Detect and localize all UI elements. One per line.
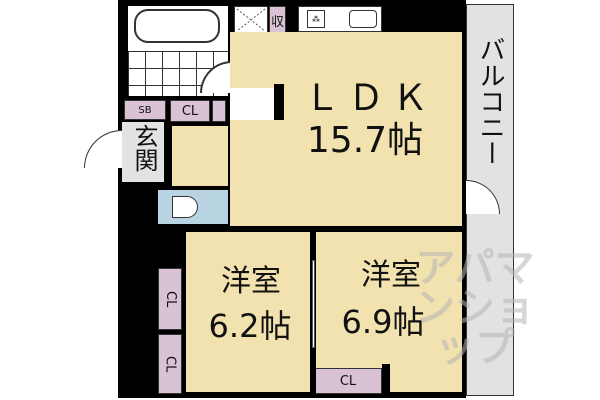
washbasin-cover [230, 88, 274, 120]
room-ldk-top [276, 32, 462, 42]
toilet-icon [172, 196, 198, 218]
closet-entrance-label: CL [181, 103, 199, 119]
ldk-label: ＬＤＫ [303, 78, 436, 119]
bathroom [128, 6, 232, 96]
shoe-box-label: SB [138, 104, 152, 116]
entrance-floor [122, 122, 164, 182]
stove-icon: ⁂ [307, 10, 325, 28]
washer-space-icon [234, 6, 268, 34]
entrance-label: 玄関 [130, 124, 158, 172]
western-room-2-label: 洋室 [361, 258, 421, 293]
closet-room1-lower-label: CL [162, 355, 178, 373]
room-western-1 [186, 232, 310, 392]
closet-room2-label: CL [339, 373, 357, 389]
closet-entrance: CL [170, 100, 210, 122]
closet-room1-upper-label: CL [163, 290, 179, 308]
storage-top-label: 収 [270, 14, 284, 30]
kitchen-counter: ⁂ [298, 6, 382, 32]
closet-room1-lower: CL [158, 334, 182, 394]
watermark: アパマンショップ [415, 245, 535, 371]
western-room-1-size: 6.2帖 [208, 307, 292, 345]
hallway [172, 126, 228, 186]
wall-segment [274, 84, 284, 120]
ldk-bottom-wall [186, 226, 462, 232]
room-ldk [230, 32, 462, 228]
shoe-box: SB [124, 100, 166, 120]
closet-entrance-side [212, 100, 226, 122]
bathtub-icon [134, 9, 220, 43]
closet-room1-upper: CL [158, 268, 182, 330]
toilet-room [158, 190, 228, 224]
balcony-label: バルコニー [475, 36, 505, 166]
storage-top: 収 [269, 6, 286, 34]
western-room-2-size: 6.9帖 [341, 303, 425, 341]
sliding-door-room2 [312, 260, 315, 348]
ldk-size: 15.7帖 [306, 120, 424, 161]
entrance-door-icon [84, 130, 122, 168]
wall-segment-room2 [382, 364, 390, 394]
western-room-1-label: 洋室 [221, 264, 281, 299]
closet-room2: CL [314, 368, 382, 394]
sink-icon [349, 10, 377, 28]
